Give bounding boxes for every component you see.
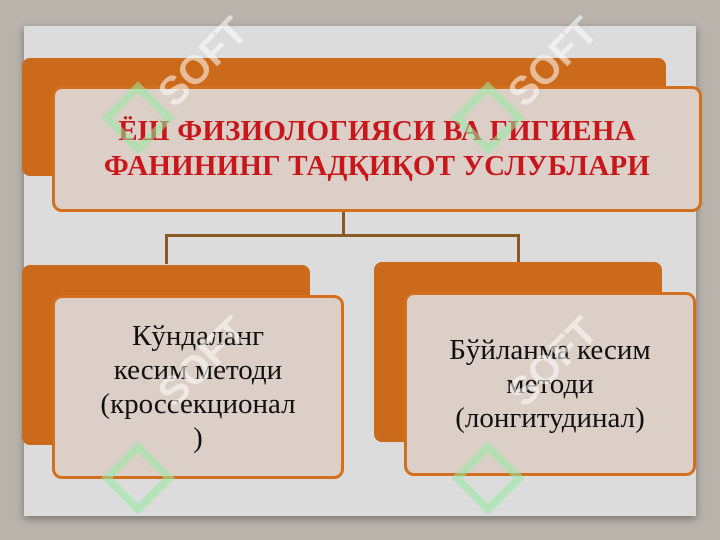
left-method-box: Кўндаланг кесим методи (кроссекционал ) [52, 295, 344, 479]
right-method-box: Бўйланма кесим методи (лонгитудинал) [404, 292, 696, 476]
connector-stem [342, 212, 345, 236]
connector-left-drop [165, 234, 168, 264]
connector-bar [165, 234, 520, 237]
left-method-label: Кўндаланг кесим методи (кроссекционал ) [100, 320, 296, 454]
right-method-label: Бўйланма кесим методи (лонгитудинал) [449, 334, 651, 434]
title-box: ЁШ ФИЗИОЛОГИЯСИ ВА ГИГИЕНА ФАНИНИНГ ТАДҚ… [52, 86, 702, 212]
connector-right-drop [517, 234, 520, 264]
diagram-title: ЁШ ФИЗИОЛОГИЯСИ ВА ГИГИЕНА ФАНИНИНГ ТАДҚ… [103, 115, 651, 182]
